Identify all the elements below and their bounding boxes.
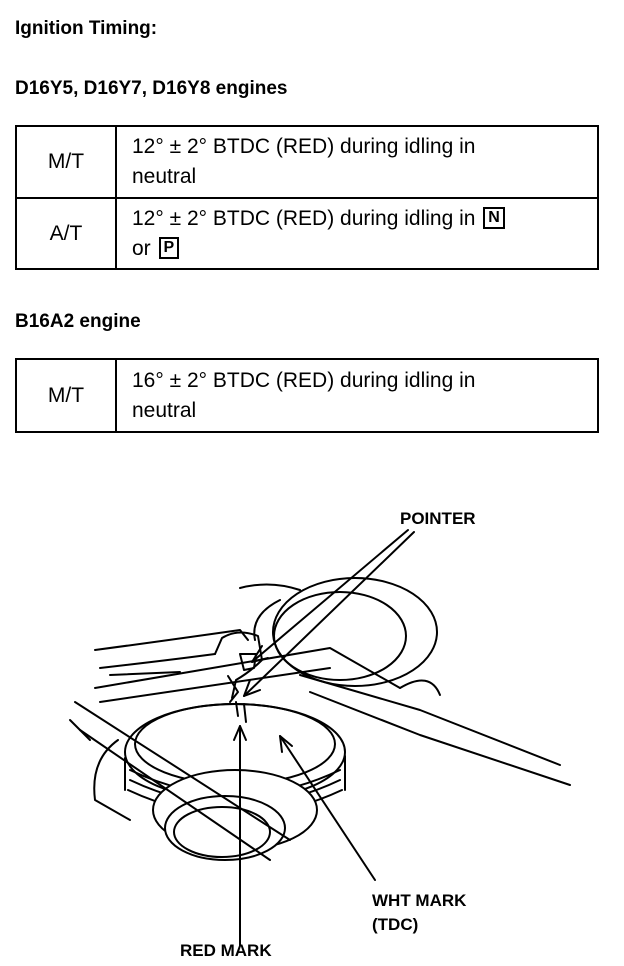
wht-mark-line: WHT MARK [372, 891, 467, 910]
table-row: M/T 16° ± 2° BTDC (RED) during idling in… [15, 358, 599, 433]
section-heading-d16: D16Y5, D16Y7, D16Y8 engines [15, 78, 288, 99]
gear-n-badge: N [483, 206, 505, 229]
spec-table-b16: M/T 16° ± 2° BTDC (RED) during idling in… [15, 358, 599, 433]
spec-line: neutral [132, 165, 197, 188]
spec-table-d16: M/T 12° ± 2° BTDC (RED) during idling in… [15, 125, 599, 270]
gear-p-badge: P [158, 236, 180, 259]
tdc-line: (TDC) [372, 915, 419, 934]
table-row: M/T 12° ± 2° BTDC (RED) during idling in… [15, 125, 599, 199]
spec-line: or P [132, 234, 585, 264]
spec-line: 12° ± 2° BTDC (RED) during idling in N [132, 204, 585, 234]
transmission-cell: A/T [15, 197, 117, 270]
crank-pulley-illustration [69, 529, 571, 946]
spec-cell: 16° ± 2° BTDC (RED) during idling in neu… [115, 358, 599, 433]
red-mark-label: RED MARK [180, 941, 272, 960]
spec-cell: 12° ± 2° BTDC (RED) during idling in N o… [115, 197, 599, 270]
page-title: Ignition Timing: [15, 18, 158, 39]
transmission-cell: M/T [15, 125, 117, 199]
spec-line: 12° ± 2° BTDC (RED) during idling in [132, 135, 476, 158]
pointer-label: POINTER [400, 509, 476, 528]
spec-cell: 12° ± 2° BTDC (RED) during idling in neu… [115, 125, 599, 199]
section-heading-b16: B16A2 engine [15, 311, 141, 332]
transmission-cell: M/T [15, 358, 117, 433]
spec-line: 16° ± 2° BTDC (RED) during idling in [132, 368, 476, 392]
wht-mark-label: WHT MARK (TDC) [372, 889, 466, 937]
table-row: A/T 12° ± 2° BTDC (RED) during idling in… [15, 197, 599, 270]
spec-line: neutral [132, 398, 197, 422]
spec-text: or [132, 236, 151, 260]
spec-text: 12° ± 2° BTDC (RED) during idling in [132, 206, 476, 230]
